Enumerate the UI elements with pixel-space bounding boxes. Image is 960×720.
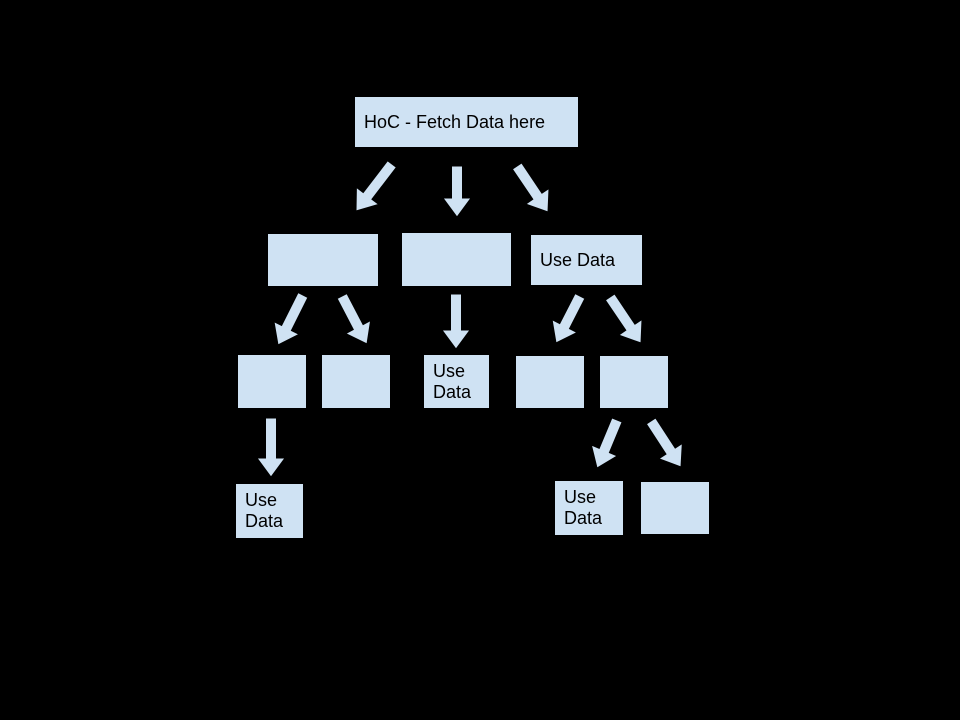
node-mid-right: Use Data: [531, 235, 642, 285]
arrow-mid-right-to-l3-4: [551, 292, 586, 344]
arrow-root-to-mid-center: [442, 165, 472, 218]
node-l3-2: [322, 355, 390, 408]
node-mid-left: [268, 234, 378, 286]
node-l3-4: [516, 356, 584, 408]
arrow-mid-center-to-l3-3: [441, 293, 471, 350]
arrow-l3-5-to-l4-2: [590, 417, 623, 469]
arrow-l3-1-to-l4-1: [256, 417, 286, 478]
node-root: HoC - Fetch Data here: [355, 97, 578, 147]
node-l3-5: [600, 356, 668, 408]
node-l4-1: Use Data: [236, 484, 303, 538]
arrow-mid-right-to-l3-5: [604, 293, 643, 344]
arrow-mid-left-to-l3-1: [273, 291, 309, 346]
arrow-root-to-mid-right: [511, 162, 550, 213]
node-l4-3: [641, 482, 709, 534]
arrow-root-to-mid-left: [355, 160, 398, 212]
node-l3-1: [238, 355, 306, 408]
node-mid-center: [402, 233, 511, 286]
node-l4-2: Use Data: [555, 481, 623, 535]
arrow-mid-left-to-l3-2: [336, 292, 372, 345]
arrow-l3-5-to-l4-3: [645, 417, 683, 468]
node-l3-3: Use Data: [424, 355, 489, 408]
